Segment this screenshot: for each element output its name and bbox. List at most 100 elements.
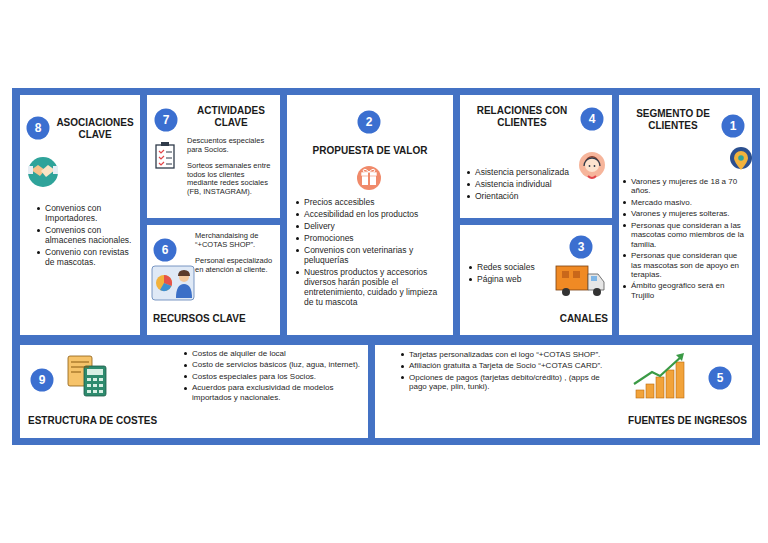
block-body: Varones y mujeres de 18 a 70 años. Mercad… bbox=[622, 177, 748, 302]
block-item: Personas que consideran que las mascotas… bbox=[622, 251, 748, 279]
truck-icon bbox=[556, 266, 604, 296]
callout-number: 5 bbox=[708, 366, 732, 390]
block-item: Varones y mujeres solteras. bbox=[622, 209, 748, 218]
bullet-dot bbox=[469, 266, 472, 269]
callout-number-text: 5 bbox=[708, 366, 732, 390]
bullet-dot bbox=[623, 224, 626, 227]
item-text: Costo de servicios básicos (luz, agua, i… bbox=[192, 360, 360, 369]
block-item: Tarjetas personalizadas con el logo “+CO… bbox=[400, 350, 618, 359]
bullet-dot bbox=[401, 353, 404, 356]
canvas-block: ASOCIACIONES CLAVEConvenios con Importad… bbox=[20, 95, 140, 335]
callout-number-text: 8 bbox=[26, 116, 50, 140]
item-text: Mercado masivo. bbox=[631, 198, 692, 207]
block-item: Mercado masivo. bbox=[622, 198, 748, 207]
resources-icon bbox=[152, 266, 194, 300]
block-item: Asistencia personalizada bbox=[466, 167, 578, 177]
block-body: Descuentos especiales para Socios.Sorteo… bbox=[187, 137, 277, 204]
bullet-dot bbox=[296, 213, 299, 216]
bullet-dot bbox=[37, 251, 40, 254]
callout-number: 3 bbox=[569, 235, 593, 259]
item-text: Convenios con veterinarias y peluquerías bbox=[304, 245, 413, 265]
item-text: Orientación bbox=[475, 191, 518, 201]
item-text: Asistencia personalizada bbox=[475, 167, 569, 177]
item-text: Personal especializado en atención al cl… bbox=[195, 256, 272, 274]
bullet-dot bbox=[469, 278, 472, 281]
callout-number: 2 bbox=[357, 110, 381, 134]
bullet-dot bbox=[184, 387, 187, 390]
bullet-dot bbox=[623, 285, 626, 288]
item-text: Costos de alquiler de local bbox=[192, 349, 286, 358]
handshake-icon bbox=[28, 157, 58, 187]
block-item: Costo de servicios básicos (luz, agua, i… bbox=[183, 360, 365, 369]
block-item: Personal especializado en atención al cl… bbox=[195, 257, 277, 275]
block-title: ACTIVIDADES CLAVE bbox=[187, 105, 275, 129]
block-item: Orientación bbox=[466, 191, 578, 201]
item-text: Redes sociales bbox=[477, 262, 535, 272]
item-text: Opciones de pagos (tarjetas debito/crédi… bbox=[409, 373, 600, 391]
bullet-dot bbox=[296, 271, 299, 274]
block-title: CANALES bbox=[548, 313, 608, 325]
callout-number: 7 bbox=[154, 108, 178, 132]
block-item: Personas que consideran a las mascotas c… bbox=[622, 221, 748, 249]
bullet-dot bbox=[623, 213, 626, 216]
callout-number-text: 1 bbox=[721, 114, 745, 138]
callout-number-text: 4 bbox=[580, 107, 604, 131]
block-body: Asistencia personalizadaAsistencia indiv… bbox=[466, 167, 578, 203]
block-item: Convenio con revistas de mascotas. bbox=[36, 247, 136, 267]
bullet-dot bbox=[296, 237, 299, 240]
callout-number-text: 6 bbox=[153, 238, 177, 262]
block-title: PROPUESTA DE VALOR bbox=[287, 145, 453, 157]
bullet-dot bbox=[467, 183, 470, 186]
canvas-block: ESTRUCTURA DE COSTESCostos de alquiler d… bbox=[20, 345, 368, 438]
item-text: Precios accesibles bbox=[304, 197, 374, 207]
block-item: Opciones de pagos (tarjetas debito/crédi… bbox=[400, 373, 618, 392]
bullet-dot bbox=[467, 195, 470, 198]
bullet-dot bbox=[296, 225, 299, 228]
block-item: Convenios con veterinarias y peluquerías bbox=[295, 245, 447, 265]
block-body: Precios accesiblesAccesibilidad en los p… bbox=[295, 197, 447, 309]
item-text: Afiliación gratuita a Tarjeta de Socio “… bbox=[409, 361, 602, 370]
item-text: Sorteos semanales entre todos los client… bbox=[187, 161, 270, 197]
item-text: Convenios con Importadores. bbox=[45, 203, 101, 223]
canvas-block: FUENTES DE INGRESOSTarjetas personalizad… bbox=[375, 345, 752, 438]
block-item: Acuerdos para exclusividad de modelos im… bbox=[183, 383, 365, 402]
block-body: Convenios con Importadores.Convenios con… bbox=[36, 203, 136, 269]
callout-number: 6 bbox=[153, 238, 177, 262]
block-item: Accesibilidad en los productos bbox=[295, 209, 447, 219]
block-item: Asistencia individual bbox=[466, 179, 578, 189]
item-text: Asistencia individual bbox=[475, 179, 552, 189]
item-text: Tarjetas personalizadas con el logo “+CO… bbox=[409, 350, 600, 359]
canvas-block: SEGMENTO DE CLIENTESVarones y mujeres de… bbox=[619, 95, 752, 335]
gift-icon bbox=[357, 166, 381, 190]
calculator-icon bbox=[68, 356, 106, 396]
block-item: Convenios con almacenes nacionales. bbox=[36, 225, 136, 245]
item-text: Costos especiales para los Socios. bbox=[192, 372, 316, 381]
bullet-dot bbox=[37, 229, 40, 232]
bullet-dot bbox=[184, 352, 187, 355]
callout-number: 9 bbox=[30, 368, 54, 392]
item-text: Acuerdos para exclusividad de modelos im… bbox=[192, 383, 333, 401]
callout-number-text: 3 bbox=[569, 235, 593, 259]
bullet-dot bbox=[296, 201, 299, 204]
block-item: Costos de alquiler de local bbox=[183, 349, 365, 358]
canvas-block: ACTIVIDADES CLAVE Descuentos especiales p… bbox=[147, 95, 280, 218]
block-item: Convenios con Importadores. bbox=[36, 203, 136, 223]
canvas-frame bbox=[12, 88, 760, 445]
block-item: Delivery bbox=[295, 221, 447, 231]
bullet-dot bbox=[623, 254, 626, 257]
block-item: Afiliación gratuita a Tarjeta de Socio “… bbox=[400, 361, 618, 370]
item-text: Varones y mujeres de 18 a 70 años. bbox=[631, 177, 737, 195]
item-text: Promociones bbox=[304, 233, 354, 243]
item-text: Delivery bbox=[304, 221, 335, 231]
block-item: Página web bbox=[468, 274, 554, 284]
callout-number: 1 bbox=[721, 114, 745, 138]
block-item: Ámbito geográfico será en Trujillo bbox=[622, 281, 748, 300]
item-text: Página web bbox=[477, 274, 521, 284]
block-item: Sorteos semanales entre todos los client… bbox=[187, 162, 277, 197]
callout-number: 8 bbox=[26, 116, 50, 140]
item-text: Varones y mujeres solteras. bbox=[631, 209, 730, 218]
location-pin-icon bbox=[730, 147, 752, 170]
block-item: Varones y mujeres de 18 a 70 años. bbox=[622, 177, 748, 196]
block-body: Redes socialesPágina web bbox=[468, 262, 554, 286]
